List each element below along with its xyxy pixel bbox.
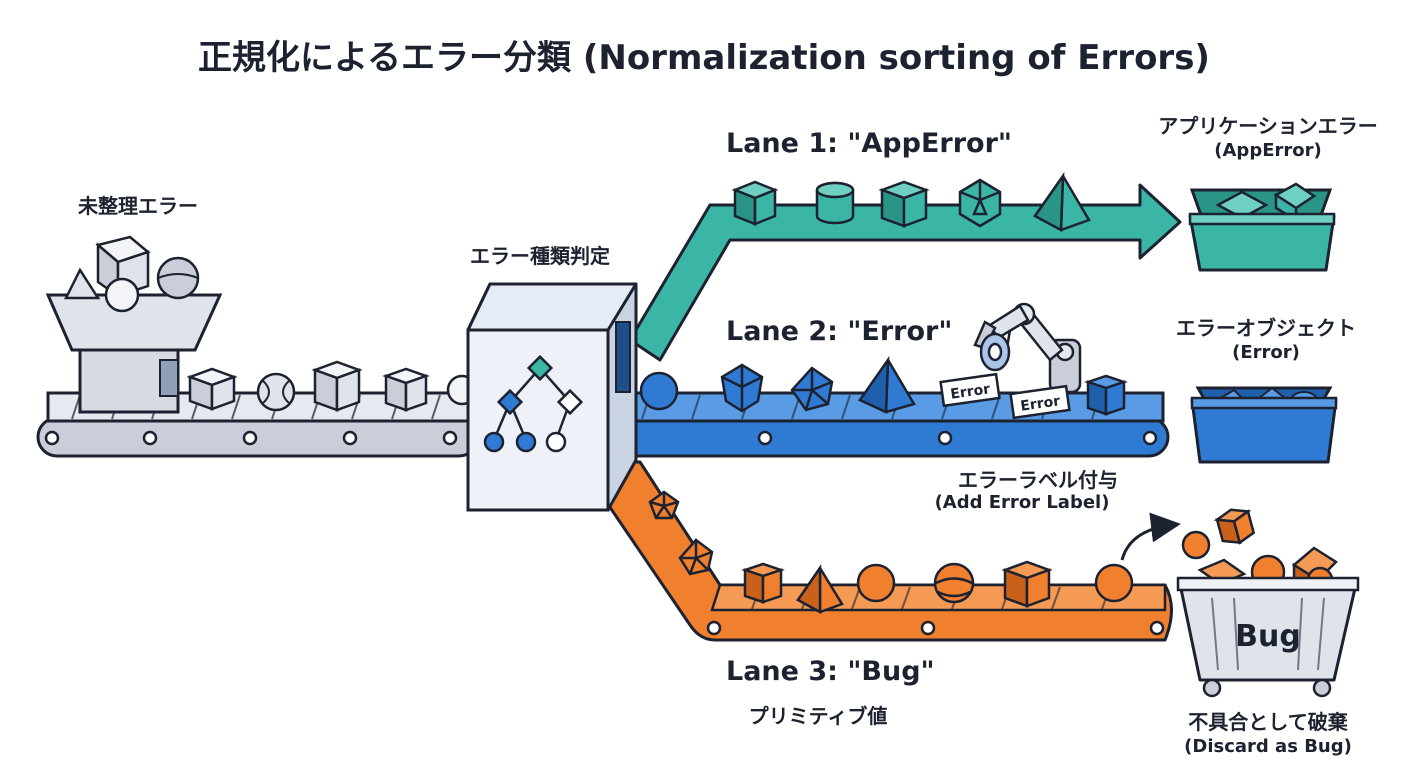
hopper — [45, 293, 223, 414]
labeler-label-jp: エラーラベル付与 — [958, 468, 1118, 492]
branch-tree-icon — [483, 354, 584, 453]
labeler-label-en: (Add Error Label) — [934, 492, 1110, 513]
hopper-contents — [63, 235, 200, 313]
lane1-items — [731, 171, 1091, 233]
robot-arm-icon — [973, 302, 1082, 394]
bin-app-error — [1188, 182, 1336, 272]
error-tag-text-1: Error — [949, 381, 991, 402]
page-title: 正規化によるエラー分類 (Normalization sorting of Er… — [198, 38, 1210, 78]
bin-error-label-en: (Error) — [1232, 342, 1300, 363]
error-tag-text-2: Error — [1019, 393, 1061, 414]
bin-error-label-jp: エラーオブジェクト — [1176, 316, 1356, 340]
lane2-items — [639, 355, 1128, 416]
bin-app-error-label-en: (AppError) — [1214, 140, 1322, 161]
bin-bug: Bug — [1176, 546, 1360, 698]
sorter-machine — [466, 282, 638, 512]
lane3-sub-label: プリミティブ値 — [748, 704, 888, 728]
bin-app-error-label-jp: アプリケーションエラー — [1158, 114, 1378, 138]
lane3-label: Lane 3: "Bug" — [726, 656, 935, 687]
error-tag-1: Error — [939, 372, 1001, 408]
bin-error — [1190, 386, 1338, 464]
lane1-label: Lane 1: "AppError" — [726, 128, 1012, 159]
input-label: 未整理エラー — [78, 194, 198, 218]
falling-items — [1181, 508, 1256, 560]
bin-bug-label-en: (Discard as Bug) — [1184, 736, 1352, 757]
bug-bin-tag: Bug — [1235, 619, 1301, 654]
lane2-label: Lane 2: "Error" — [726, 316, 953, 347]
lane3-items — [648, 490, 1134, 615]
bin-bug-label-jp: 不具合として破棄 — [1188, 710, 1348, 734]
sorter-label: エラー種類判定 — [470, 244, 610, 268]
error-tag-2: Error — [1009, 384, 1071, 420]
arrow-icon — [1120, 512, 1181, 561]
